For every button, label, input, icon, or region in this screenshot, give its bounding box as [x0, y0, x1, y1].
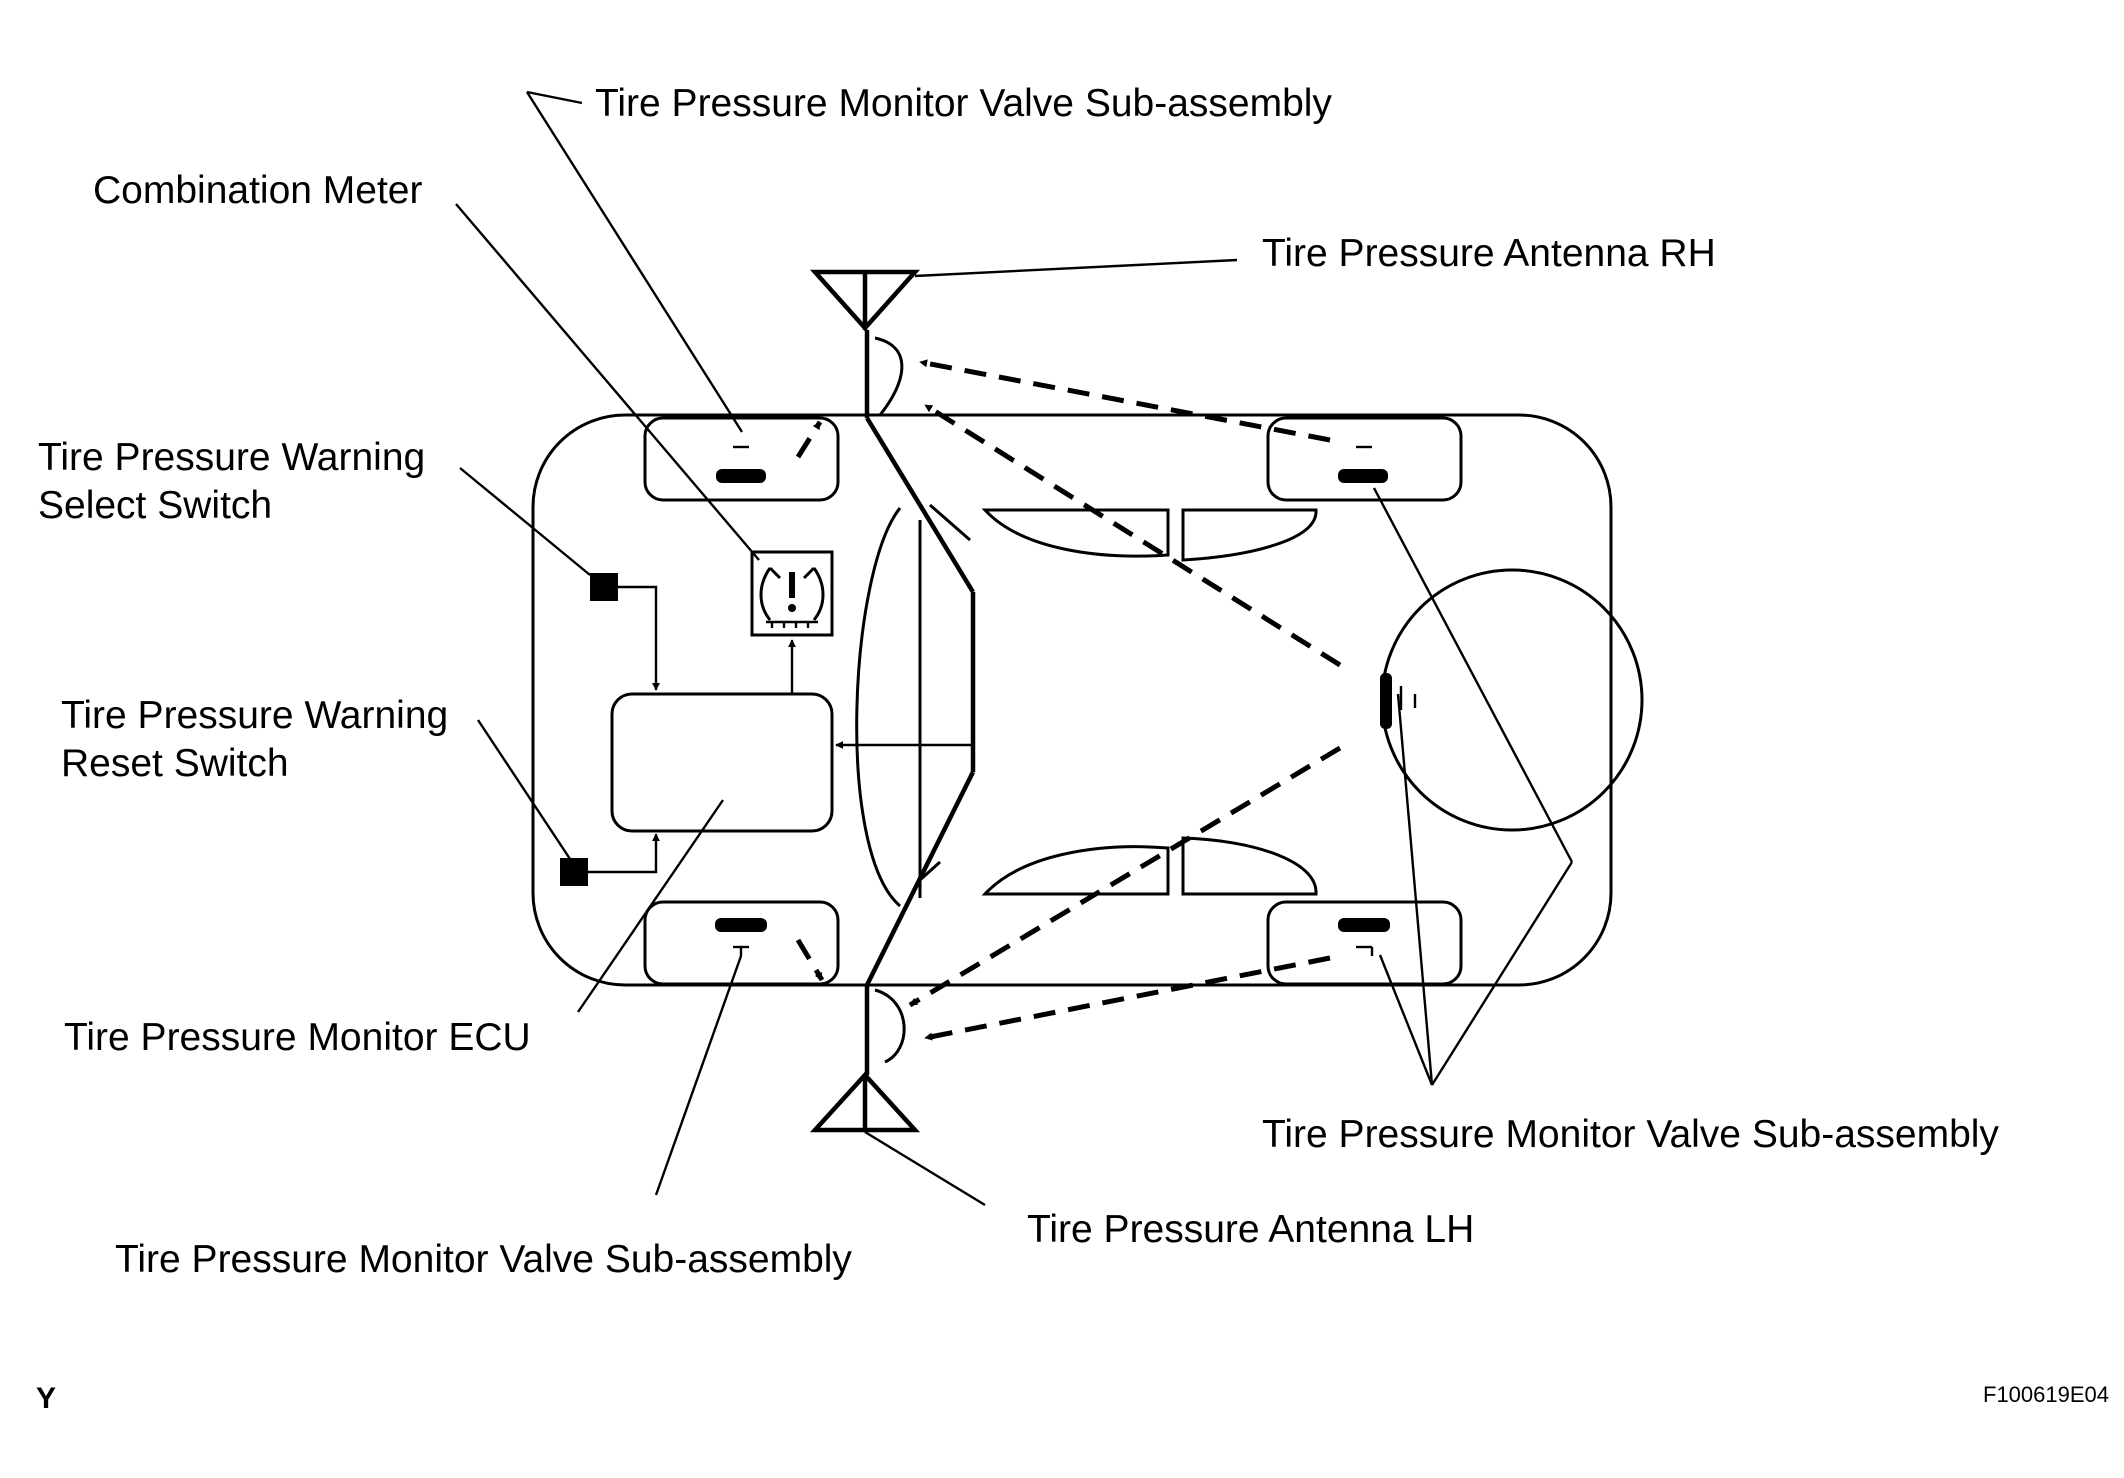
- select-switch-icon: [590, 573, 618, 601]
- antenna-harness: [864, 330, 976, 1075]
- reset-switch-icon: [560, 858, 588, 886]
- wheel-front-left: [643, 900, 840, 986]
- vehicle-body-outline: [531, 413, 1613, 987]
- antenna-lh-icon: [809, 1071, 921, 1133]
- label-antenna-rh: Tire Pressure Antenna RH: [1262, 232, 1716, 275]
- label-reset-switch-line2: Reset Switch: [61, 742, 289, 785]
- windshield: [855, 503, 971, 908]
- tire-pressure-warning-icon: [750, 550, 834, 637]
- label-valve-bottom: Tire Pressure Monitor Valve Sub-assembly: [115, 1238, 852, 1281]
- label-antenna-lh: Tire Pressure Antenna LH: [1027, 1208, 1474, 1251]
- leader-lines: [455, 90, 1574, 1207]
- wheel-rear-right: [1266, 416, 1463, 502]
- label-valve-right: Tire Pressure Monitor Valve Sub-assembly: [1262, 1113, 1999, 1156]
- seats-left: [981, 836, 1318, 896]
- label-select-switch-line2: Select Switch: [38, 484, 272, 527]
- seats-right: [981, 508, 1318, 562]
- monitor-ecu-box: [610, 692, 834, 833]
- corner-mark: Y: [36, 1382, 56, 1415]
- label-select-switch-line1: Tire Pressure Warning: [38, 436, 425, 479]
- signal-wiring: [588, 585, 973, 874]
- label-monitor-ecu: Tire Pressure Monitor ECU: [64, 1016, 531, 1059]
- wheel-front-right: [643, 416, 840, 502]
- rear-receiver-circle: [1380, 568, 1644, 832]
- figure-id: F100619E04: [1983, 1382, 2109, 1407]
- wheel-rear-left: [1266, 900, 1463, 986]
- antenna-rh-icon: [809, 269, 921, 332]
- label-valve-top: Tire Pressure Monitor Valve Sub-assembly: [595, 82, 1332, 125]
- label-combination-meter: Combination Meter: [93, 169, 422, 212]
- label-reset-switch-line1: Tire Pressure Warning: [61, 694, 448, 737]
- radio-transmissions: [795, 359, 1342, 1041]
